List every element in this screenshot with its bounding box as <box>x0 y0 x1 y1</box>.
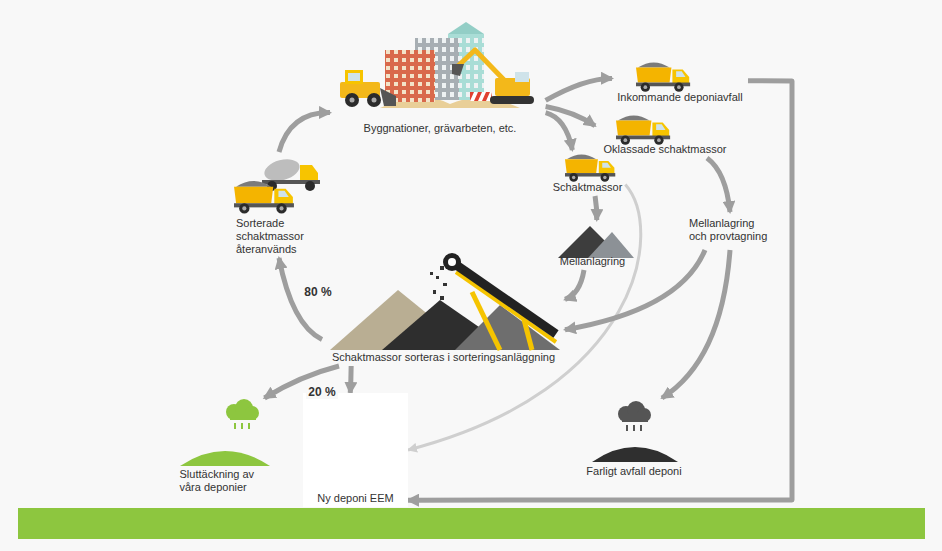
sorting-plant-part <box>456 272 556 342</box>
construction-site-part <box>345 93 359 107</box>
node-label: Sorterade schaktmassor återanvänds <box>236 217 312 256</box>
construction-site-part <box>372 98 377 103</box>
reuse-trucks <box>234 156 320 214</box>
construction-site-part <box>448 22 484 34</box>
node-label: Inkommande deponiavfall <box>617 91 742 104</box>
node-label: Byggnationer, grävarbeten, etc. <box>364 122 517 135</box>
flow-arrow <box>408 81 792 500</box>
construction-site-part <box>350 98 355 103</box>
flow-arrow <box>408 185 641 451</box>
truck-icons-part <box>636 62 690 91</box>
truck-node: Oklassade schaktmassor <box>595 112 735 158</box>
percentage-label: 80 % <box>302 285 333 299</box>
construction-site-part <box>385 50 435 102</box>
construction-site <box>340 22 534 108</box>
truck-node: Inkommande deponiavfall <box>612 60 748 106</box>
construction-site-part <box>380 88 396 106</box>
node-label: Oklassade schaktmassor <box>604 143 727 156</box>
cap-cover <box>180 399 270 466</box>
step-label-node: Mellanlagring och provtagning <box>680 212 780 250</box>
storage-pile-part <box>588 232 634 258</box>
sorting-plant-part <box>440 266 444 270</box>
construction-site-part <box>452 64 464 76</box>
flow-arrow <box>546 113 573 150</box>
hazardous-landfill-part <box>618 401 651 431</box>
cap-cover-part <box>180 451 270 466</box>
sorting-plant-part <box>433 290 436 294</box>
construction-site-part <box>470 92 492 101</box>
new-landfill-part <box>303 393 408 507</box>
truck-node: Schaktmassor <box>550 150 626 196</box>
cover-node: Sluttäckning av våra deponier <box>170 398 275 496</box>
flow-arrow <box>565 270 584 299</box>
flow-arrow <box>279 113 330 152</box>
sorting-plant-part <box>452 262 556 334</box>
sorting-plant-part <box>436 276 439 279</box>
sorting-node: Schaktmassor sorteras i sorteringsanlägg… <box>322 245 565 366</box>
landfill-node: Ny deponi EEM <box>303 393 408 507</box>
truck-icons-part <box>616 115 670 144</box>
sorting-plant-part <box>430 272 433 275</box>
reuse-trucks-part <box>234 181 294 214</box>
node-label: Schaktmassor sorteras i sorteringsanlägg… <box>332 351 555 364</box>
reuse-trucks-part <box>305 181 315 191</box>
sorting-plant <box>330 253 560 350</box>
site-node: Byggnationer, grävarbeten, etc. <box>330 15 550 137</box>
flow-arrow <box>662 250 730 398</box>
node-label: Ny deponi EEM <box>317 492 393 505</box>
construction-site-part <box>345 70 363 84</box>
hazardous-landfill <box>592 401 678 462</box>
hazardous-landfill-part <box>592 447 678 462</box>
hazard-node: Farligt avfall deponi <box>578 398 690 480</box>
pile-node: Mellanlagring <box>550 220 635 270</box>
ground-bar <box>18 508 925 539</box>
construction-site-part <box>385 50 435 102</box>
reuse-trucks-part <box>300 165 318 182</box>
construction-site-part <box>470 92 492 101</box>
flow-arrow <box>707 158 730 212</box>
percentage-label: 20 % <box>306 385 337 399</box>
node-label: Schaktmassor <box>553 181 623 194</box>
new-landfill <box>303 393 408 507</box>
truck-icons-part <box>565 154 615 181</box>
construction-site-part <box>348 73 360 81</box>
node-label: Farligt avfall deponi <box>586 465 681 478</box>
sorting-plant-part <box>440 296 444 300</box>
sorting-plant-part <box>448 258 456 266</box>
truck-icons <box>565 62 690 181</box>
flow-arrow <box>595 196 597 220</box>
storage-pile <box>558 226 634 258</box>
construction-site-part <box>515 72 529 82</box>
flow-arrow <box>546 78 612 100</box>
node-label: Mellanlagring och provtagning <box>689 217 771 243</box>
node-label: Sluttäckning av våra deponier <box>180 468 266 494</box>
cap-cover-part <box>226 399 259 429</box>
sorting-plant-part <box>443 253 461 271</box>
construction-site-part <box>490 96 534 104</box>
node-label: Mellanlagring <box>560 255 625 268</box>
reuse-node: Sorterade schaktmassor återanvänds <box>224 152 324 258</box>
construction-site-part <box>367 93 381 107</box>
sorting-plant-part <box>443 283 447 286</box>
flow-arrow <box>348 366 354 393</box>
flow-arrow <box>265 366 340 398</box>
